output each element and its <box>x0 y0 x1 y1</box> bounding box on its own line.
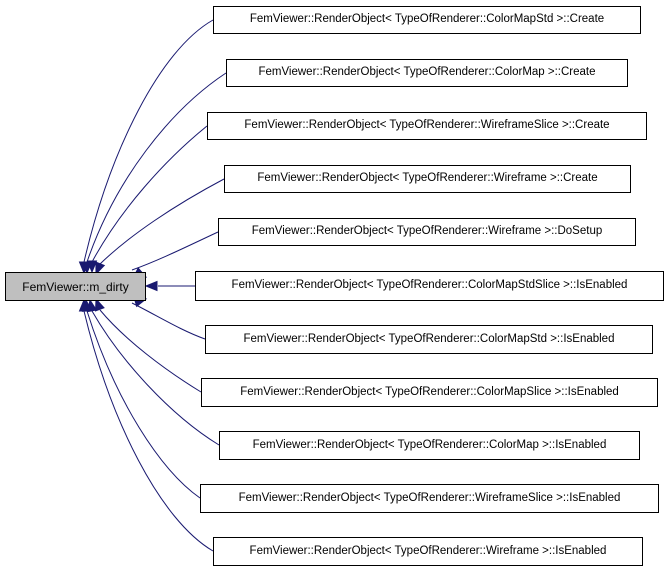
caller-node[interactable]: FemViewer::RenderObject< TypeOfRenderer:… <box>201 378 658 407</box>
caller-node[interactable]: FemViewer::RenderObject< TypeOfRenderer:… <box>213 537 643 566</box>
caller-edge <box>86 310 201 499</box>
arrowhead-icon <box>95 261 106 276</box>
caller-node-label: FemViewer::RenderObject< TypeOfRenderer:… <box>251 225 603 238</box>
caller-node[interactable]: FemViewer::RenderObject< TypeOfRenderer:… <box>218 218 636 246</box>
caller-node-label: FemViewer::RenderObject< TypeOfRenderer:… <box>258 66 596 79</box>
caller-node[interactable]: FemViewer::RenderObject< TypeOfRenderer:… <box>200 484 659 513</box>
caller-node[interactable]: FemViewer::RenderObject< TypeOfRenderer:… <box>205 325 653 354</box>
caller-edge <box>131 231 219 271</box>
arrowhead-icon <box>86 260 98 274</box>
caller-node-label: FemViewer::RenderObject< TypeOfRenderer:… <box>249 13 605 26</box>
caller-node-label: FemViewer::RenderObject< TypeOfRenderer:… <box>231 279 628 292</box>
caller-node-label: FemViewer::RenderObject< TypeOfRenderer:… <box>238 491 621 504</box>
caller-node[interactable]: FemViewer::RenderObject< TypeOfRenderer:… <box>207 112 647 140</box>
caller-edge <box>91 310 220 446</box>
caller-node-label: FemViewer::RenderObject< TypeOfRenderer:… <box>240 385 619 398</box>
caller-node-label: FemViewer::RenderObject< TypeOfRenderer:… <box>252 438 607 451</box>
caller-node-label: FemViewer::RenderObject< TypeOfRenderer:… <box>249 544 607 557</box>
caller-edge <box>91 125 208 263</box>
caller-edge <box>99 309 202 393</box>
caller-edge <box>83 19 214 263</box>
arrowhead-icon <box>144 280 158 292</box>
caller-edge <box>83 310 214 552</box>
focus-node-label: FemViewer::m_dirty <box>22 279 129 294</box>
caller-node[interactable]: FemViewer::RenderObject< TypeOfRenderer:… <box>224 165 631 193</box>
arrowhead-icon <box>95 297 105 312</box>
caller-edge <box>99 178 225 265</box>
arrowhead-icon <box>78 298 90 312</box>
caller-node[interactable]: FemViewer::RenderObject< TypeOfRenderer:… <box>226 59 628 87</box>
caller-node-label: FemViewer::RenderObject< TypeOfRenderer:… <box>243 332 615 345</box>
focus-node: FemViewer::m_dirty <box>5 272 146 301</box>
caller-node-label: FemViewer::RenderObject< TypeOfRenderer:… <box>257 172 598 185</box>
caller-node-label: FemViewer::RenderObject< TypeOfRenderer:… <box>244 119 610 132</box>
caller-edge <box>131 302 206 340</box>
caller-node[interactable]: FemViewer::RenderObject< TypeOfRenderer:… <box>195 271 664 301</box>
caller-edge <box>86 72 227 263</box>
caller-node[interactable]: FemViewer::RenderObject< TypeOfRenderer:… <box>219 431 640 460</box>
caller-node[interactable]: FemViewer::RenderObject< TypeOfRenderer:… <box>213 6 641 34</box>
